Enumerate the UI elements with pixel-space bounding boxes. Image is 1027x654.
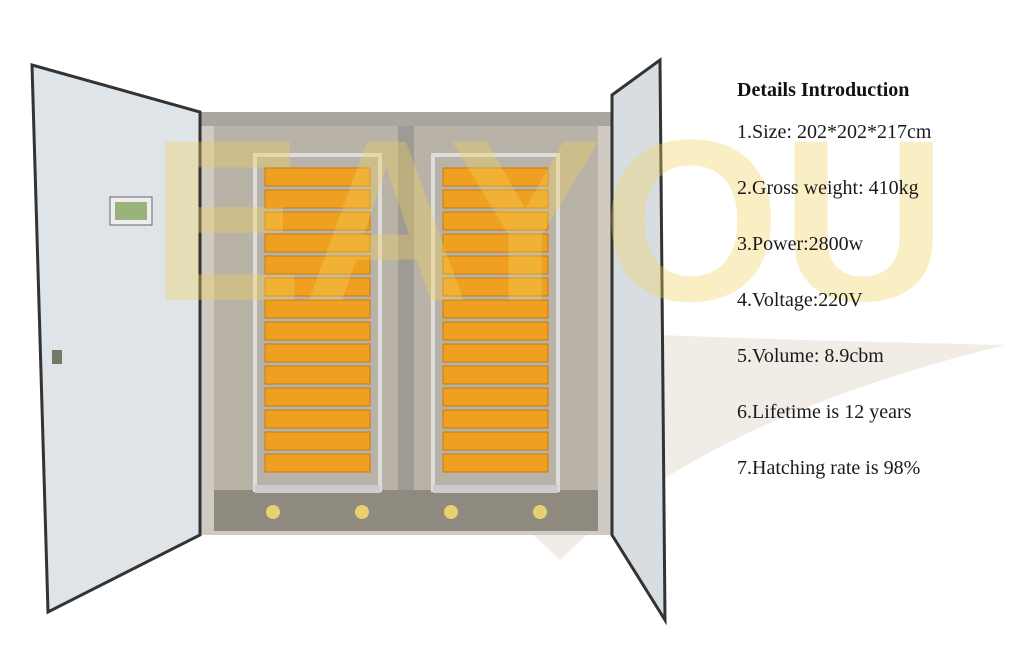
details-panel: Details Introduction 1.Size: 202*202*217… (737, 76, 931, 510)
egg-tray (442, 233, 549, 253)
egg-tray (442, 167, 549, 187)
egg-tray (264, 343, 371, 363)
detail-voltage: 4.Voltage:220V (737, 289, 863, 311)
egg-tray (442, 299, 549, 319)
egg-tray (264, 387, 371, 407)
egg-tray (264, 365, 371, 385)
trolley-wheel (444, 505, 458, 519)
egg-tray (264, 189, 371, 209)
egg-tray (442, 409, 549, 429)
watermark-logo: EAYOU (150, 92, 947, 349)
egg-tray (264, 453, 371, 473)
egg-tray (442, 365, 549, 385)
trolley-wheel (266, 505, 280, 519)
detail-size: 1.Size: 202*202*217cm (737, 121, 932, 143)
trolley-wheel (533, 505, 547, 519)
egg-tray (442, 211, 549, 231)
egg-tray (442, 277, 549, 297)
egg-tray (442, 321, 549, 341)
center-divider (398, 126, 414, 531)
right-door (610, 57, 667, 626)
egg-tray (442, 189, 549, 209)
egg-tray (442, 255, 549, 275)
egg-tray (264, 211, 371, 231)
detail-lifetime: 6.Lifetime is 12 years (737, 401, 912, 423)
detail-volume: 5.Volume: 8.9cbm (737, 345, 884, 367)
detail-power: 3.Power:2800w (737, 233, 864, 255)
door-handle (52, 350, 62, 364)
detail-weight: 2.Gross weight: 410kg (737, 177, 919, 199)
egg-tray (264, 409, 371, 429)
egg-tray (264, 277, 371, 297)
egg-tray (264, 431, 371, 451)
trolley-base (433, 485, 558, 493)
left-door (30, 63, 202, 615)
details-title: Details Introduction (737, 79, 910, 101)
trolley-wheel (355, 505, 369, 519)
egg-tray (264, 299, 371, 319)
egg-tray (442, 453, 549, 473)
egg-tray (264, 321, 371, 341)
egg-tray (264, 167, 371, 187)
egg-tray (264, 255, 371, 275)
egg-tray (442, 387, 549, 407)
egg-tray (442, 431, 549, 451)
egg-tray (442, 343, 549, 363)
egg-tray (264, 233, 371, 253)
trolley-base (255, 485, 380, 493)
detail-hatching-rate: 7.Hatching rate is 98% (737, 457, 921, 479)
